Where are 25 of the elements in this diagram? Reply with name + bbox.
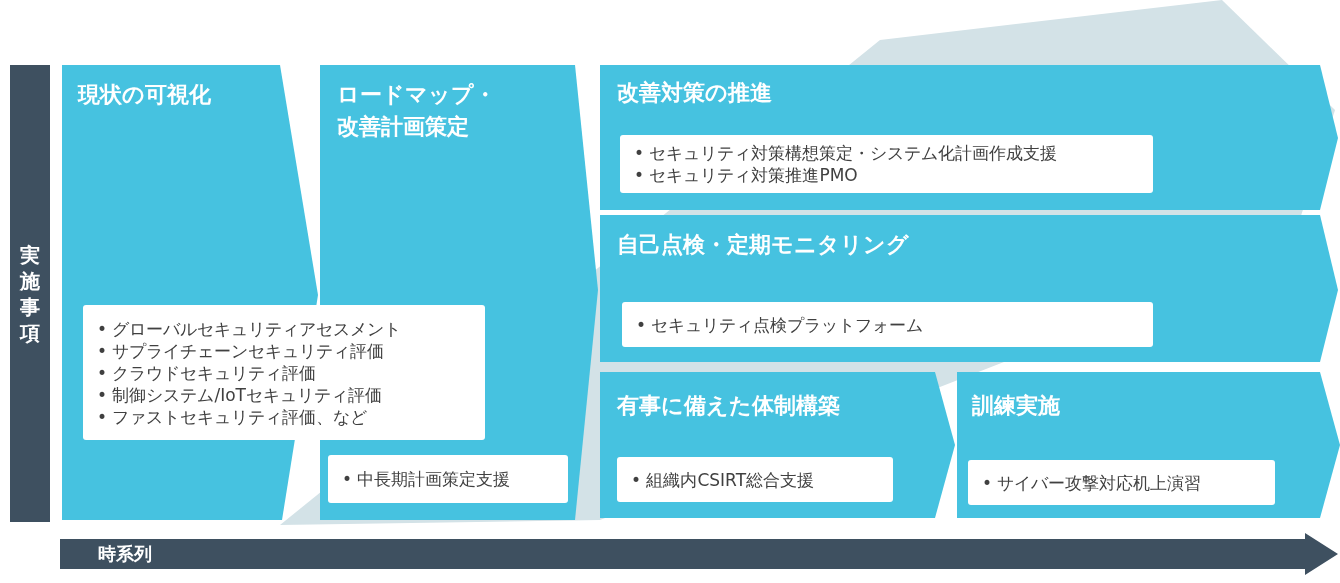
panel-title: 有事に備えた体制構築 [617, 392, 841, 420]
text-card [622, 302, 1153, 347]
text-card [617, 457, 893, 502]
bullet-item: • ファストセキュリティ評価、など [97, 405, 369, 428]
text-card [620, 135, 1153, 193]
bullet-item: • セキュリティ対策推進PMO [634, 164, 859, 186]
bullet-item: • サイバー攻撃対応机上演習 [982, 471, 1202, 494]
panel-title: 訓練実施 [972, 392, 1061, 420]
bullet-item: • グローバルセキュリティアセスメント [97, 317, 402, 340]
bullet-item: • 制御システム/IoTセキュリティ評価 [97, 383, 383, 406]
side-label-bar: 実施事項 [10, 65, 50, 522]
panel-title: 改善対策の推進 [617, 79, 773, 107]
axis-label: 時系列 [98, 542, 152, 566]
bullet-item: • セキュリティ対策構想策定・システム化計画作成支援 [634, 142, 1058, 164]
bullet-item: • 中長期計画策定支援 [342, 468, 511, 490]
panel-title: ロードマップ・改善計画策定 [337, 81, 497, 141]
bullet-item: • クラウドセキュリティ評価 [97, 361, 318, 384]
panel-title: 現状の可視化 [78, 81, 212, 109]
bullet-item: • サプライチェーンセキュリティ評価 [97, 339, 386, 362]
text-card [328, 455, 568, 503]
text-card [83, 305, 485, 440]
panel-title: 自己点検・定期モニタリング [617, 231, 910, 259]
text-card [968, 460, 1275, 505]
bullet-item: • 組織内CSIRT総合支援 [631, 468, 815, 491]
bullet-item: • セキュリティ点検プラットフォーム [636, 313, 924, 336]
